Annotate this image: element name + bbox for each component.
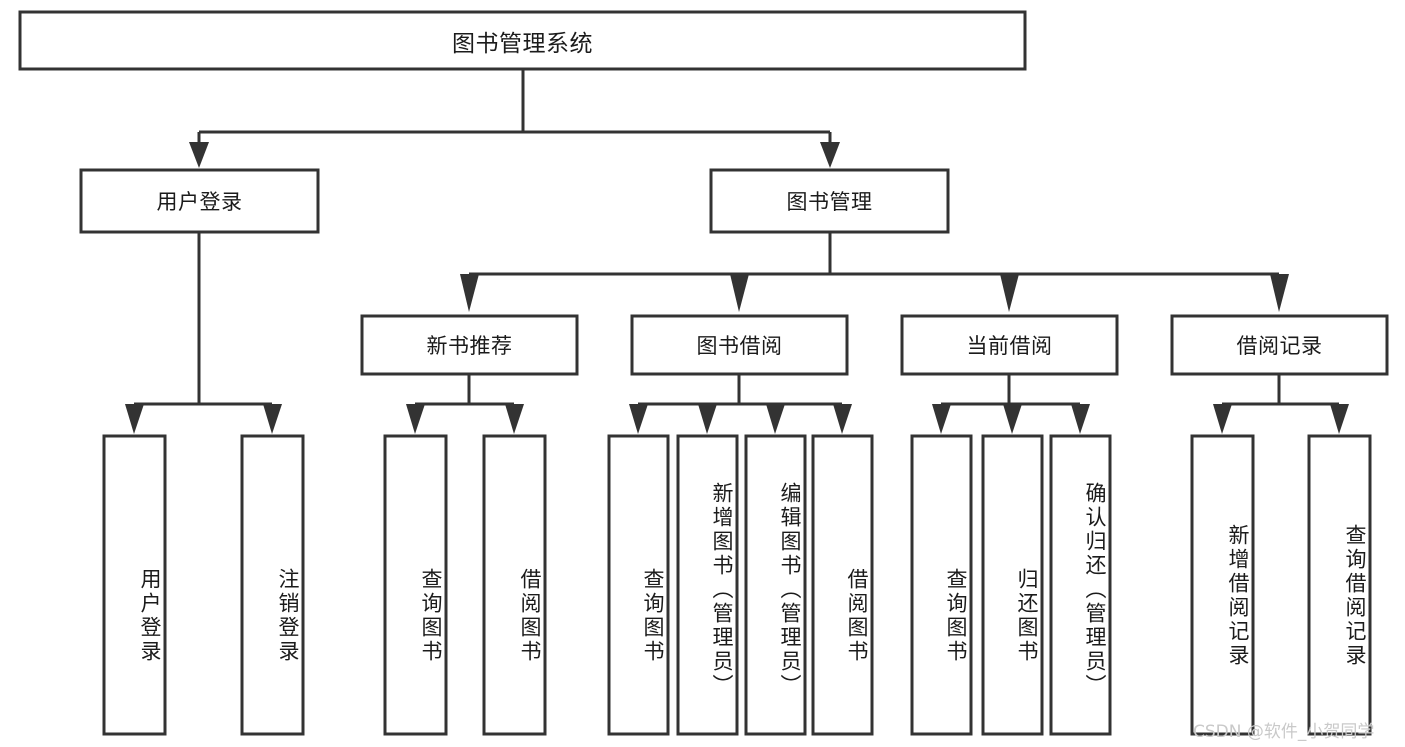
arrow-current-borrow-leaf-1 xyxy=(932,404,951,434)
arrow-new-book-leaf-1 xyxy=(406,404,425,434)
arrow-to-current-borrow xyxy=(1000,274,1019,312)
arrow-book-borrow-leaf-2 xyxy=(698,404,717,434)
leaf-box-user-login[interactable] xyxy=(102,434,167,736)
arrow-user-login-to-leaf-2 xyxy=(263,404,282,434)
node-box-book-management[interactable] xyxy=(709,168,950,234)
arrow-book-borrow-leaf-1 xyxy=(629,404,648,434)
leaf-box-query-borrow-record[interactable] xyxy=(1307,434,1372,736)
leaf-box-return-book[interactable] xyxy=(981,434,1044,736)
leaf-box-borrow-book[interactable] xyxy=(811,434,874,736)
arrow-borrow-record-leaf-2 xyxy=(1330,404,1349,434)
arrow-to-new-book-recommend xyxy=(460,274,479,312)
node-box-root[interactable] xyxy=(18,10,1027,71)
leaf-box-query-book-rec[interactable] xyxy=(383,434,448,736)
node-box-new-book-recommend[interactable] xyxy=(360,314,579,376)
arrow-current-borrow-leaf-3 xyxy=(1071,404,1090,434)
leaf-box-confirm-return-admin[interactable] xyxy=(1049,434,1112,736)
leaf-box-add-borrow-record[interactable] xyxy=(1190,434,1255,736)
node-box-borrow-record[interactable] xyxy=(1170,314,1389,376)
leaf-box-logout[interactable] xyxy=(240,434,305,736)
arrow-to-borrow-record xyxy=(1270,274,1289,312)
node-box-book-borrow[interactable] xyxy=(630,314,849,376)
leaf-box-borrow-book-rec[interactable] xyxy=(482,434,547,736)
leaf-box-add-book-admin[interactable] xyxy=(676,434,739,736)
arrow-current-borrow-leaf-2 xyxy=(1003,404,1022,434)
arrow-book-borrow-leaf-4 xyxy=(833,404,852,434)
arrow-borrow-record-leaf-1 xyxy=(1213,404,1232,434)
arrow-root-to-user-login xyxy=(189,142,209,168)
leaf-box-edit-book-admin[interactable] xyxy=(744,434,807,736)
arrow-book-borrow-leaf-3 xyxy=(766,404,785,434)
node-box-current-borrow[interactable] xyxy=(900,314,1119,376)
leaf-box-query-book-borrow[interactable] xyxy=(607,434,670,736)
leaf-box-query-book-current[interactable] xyxy=(910,434,973,736)
arrow-new-book-leaf-2 xyxy=(505,404,524,434)
node-box-user-login[interactable] xyxy=(79,168,320,234)
arrow-root-to-book-management xyxy=(820,142,840,168)
arrow-user-login-to-leaf-1 xyxy=(125,404,144,434)
arrow-to-book-borrow xyxy=(730,274,749,312)
